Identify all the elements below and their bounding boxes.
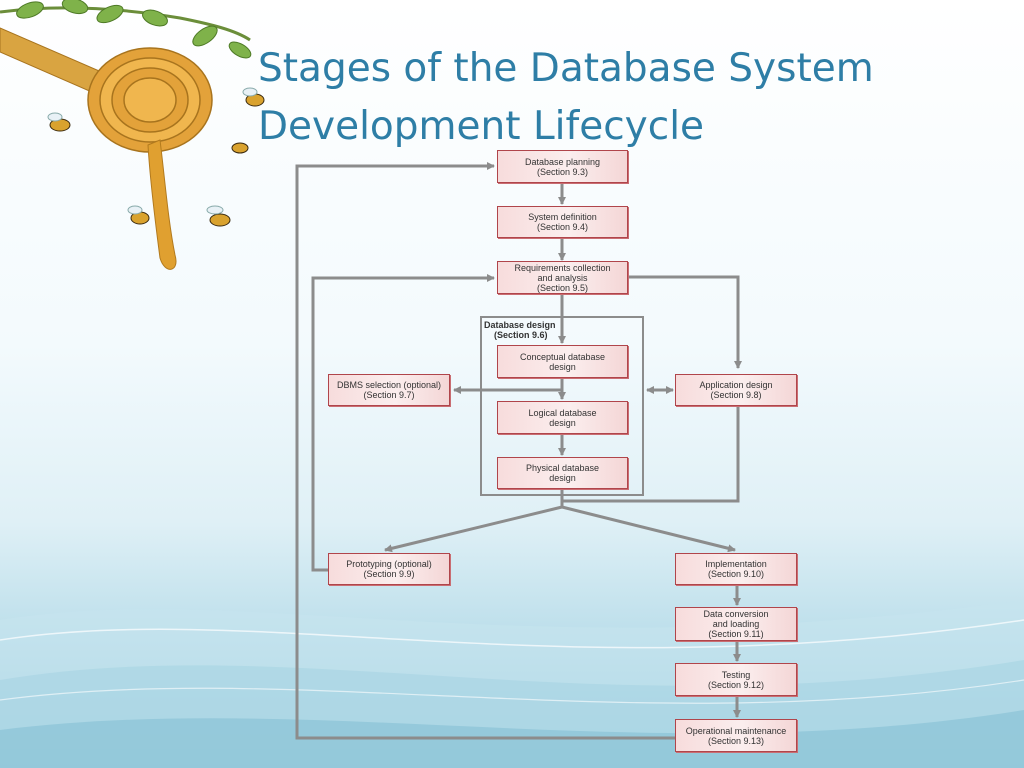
stage-label: DBMS selection (optional) [336,380,442,390]
slide-title-line-1: Stages of the Database System [258,46,874,91]
stage-label-cont: design [549,473,576,483]
bee-icon [242,87,265,107]
stage-label: Data conversion [703,609,769,619]
stage-section: (Section 9.3) [536,166,589,177]
stage-label: Implementation [705,559,767,569]
stage-label: Prototyping (optional) [346,559,432,569]
slide-title-line-2: Development Lifecycle [258,104,705,149]
stage-data-conversion: Data conversion and loading (Section 9.1… [675,607,797,641]
stage-testing: Testing (Section 9.12) [675,663,797,696]
stage-label: Conceptual database [519,351,606,362]
stage-label: Physical database [525,463,600,473]
stage-section: (Section 9.7) [363,390,415,400]
stage-database-planning: Database planning (Section 9.3) [497,150,628,183]
bee-icon [231,142,249,154]
stage-section: (Section 9.4) [536,222,589,232]
stage-label: System definition [528,212,597,222]
stage-section: (Section 9.5) [536,282,589,293]
stage-label-cont: design [549,417,576,428]
stage-label: Application design [699,380,773,390]
stage-section: (Section 9.10) [707,569,765,579]
stage-application-design: Application design (Section 9.8) [675,374,797,406]
stage-label-cont: and analysis [537,272,588,283]
slide-title: Stages of the Database System Developmen… [258,40,978,156]
stage-requirements-collection: Requirements collection and analysis (Se… [497,261,628,294]
stage-section: (Section 9.9) [363,569,415,579]
bee-icon [47,112,71,132]
stage-physical-design: Physical database design [497,457,628,489]
stage-section: (Section 9.11) [708,629,764,639]
stage-label-cont: design [549,361,576,372]
bee-icon [127,205,150,225]
stage-label: Testing [721,669,751,680]
stage-conceptual-design: Conceptual database design [497,345,628,378]
stage-system-definition: System definition (Section 9.4) [497,206,628,238]
stage-operational-maintenance: Operational maintenance (Section 9.13) [675,719,797,752]
group-label-section: (Section 9.6) [494,330,548,340]
stage-label: Operational maintenance [685,725,787,736]
stage-prototyping: Prototyping (optional) (Section 9.9) [328,553,450,585]
stage-label: Database planning [524,156,601,167]
stage-label-cont: and loading [712,619,760,629]
database-design-group-label: Database design (Section 9.6) [484,320,556,340]
stage-implementation: Implementation (Section 9.10) [675,553,797,585]
stage-section: (Section 9.13) [707,735,765,746]
stage-logical-design: Logical database design [497,401,628,434]
bee-icon [206,205,231,227]
stage-label: Logical database [528,407,597,418]
stage-section: (Section 9.8) [710,390,762,400]
stage-label: Requirements collection [514,262,611,273]
stage-section: (Section 9.12) [707,679,765,690]
honey-dipper-illustration [0,0,265,270]
stage-dbms-selection: DBMS selection (optional) (Section 9.7) [328,374,450,406]
group-label-title: Database design [484,320,556,330]
